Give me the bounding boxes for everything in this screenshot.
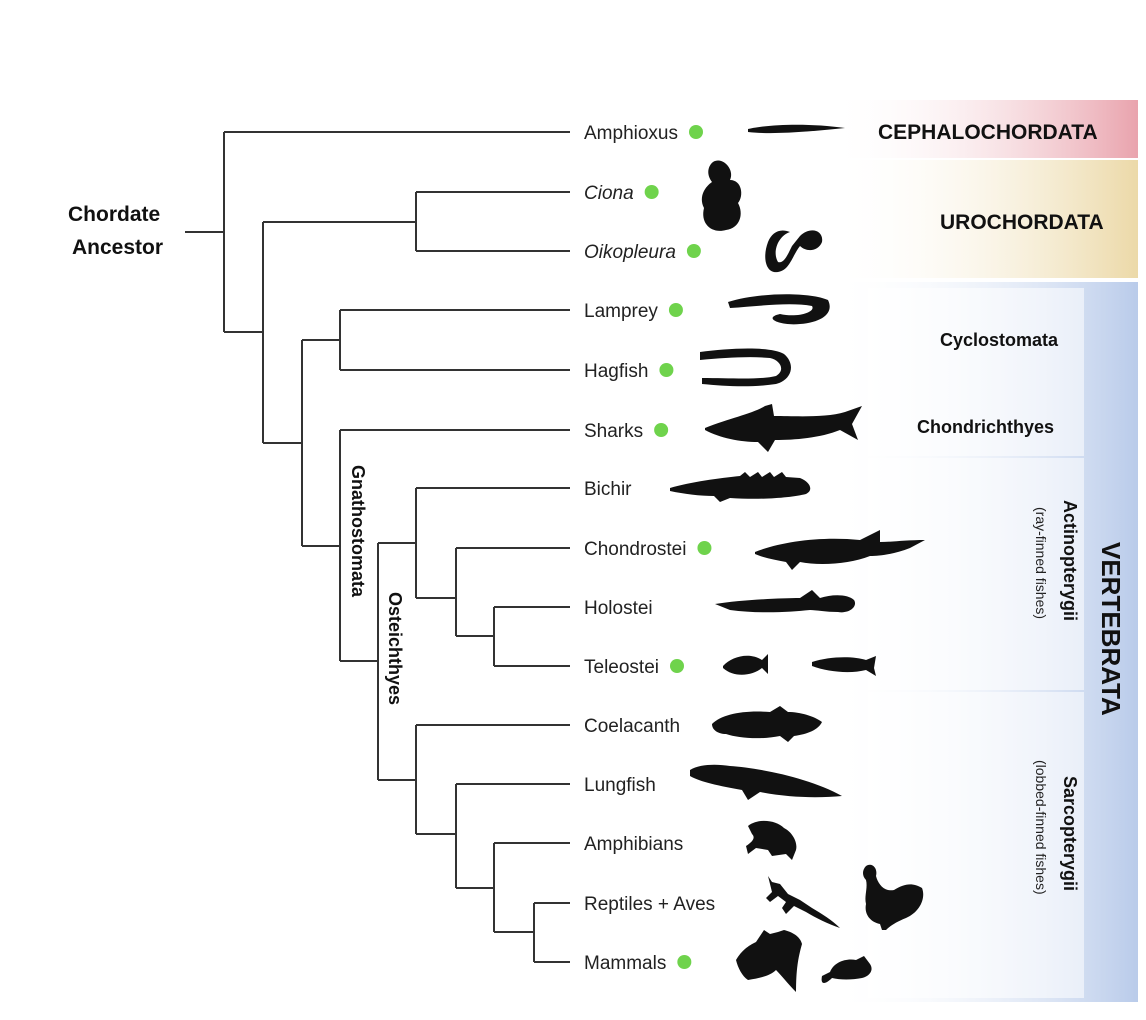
coelacanth-icon [712,706,822,742]
teleost-fish-icon [723,654,768,675]
hagfish-icon [700,348,791,387]
taxon-label-amphibians: Amphibians [584,834,683,855]
taxon-label-bichir: Bichir [584,479,632,500]
taxon-label-sharks: Sharks [584,421,643,442]
sturgeon-icon [755,530,925,570]
actinopterygii-sublabel: (ray-finned fishes) [1033,507,1049,619]
vertebrata-sub-panels [868,288,1084,998]
amphioxus-icon [748,124,845,134]
taxon-label-oikopleura: Oikopleura [584,242,676,263]
genome-dot [659,363,674,377]
urochordata-label: UROCHORDATA [940,211,1104,234]
genome-dot [654,423,669,437]
taxon-label-chondrostei: Chondrostei [584,539,686,560]
genome-dot [670,659,684,673]
bichir-icon [670,472,811,502]
gnathostomata-label: Gnathostomata [348,465,368,598]
gar-icon [715,590,856,613]
cephalochordata-band [830,100,1138,158]
frog-icon [746,820,797,860]
vertebrata-label: VERTEBRATA [1096,542,1126,716]
bat-icon [736,930,802,992]
taxon-label-holostei: Holostei [584,598,653,619]
genome-dot [668,303,683,317]
actinopterygii-label: Actinopterygii [1060,500,1080,621]
lungfish-icon [690,764,842,800]
lizard-icon [766,876,840,928]
taxon-label-teleostei: Teleostei [584,657,659,678]
taxon-label-hagfish: Hagfish [584,361,648,382]
cyclostomata-label: Cyclostomata [940,330,1059,350]
sarcopterygii-sublabel: (lobbed-finned fishes) [1033,760,1049,895]
taxa-labels: AmphioxusCionaOikopleuraLampreyHagfishSh… [584,123,715,974]
oikopleura-icon [765,230,823,273]
chondrichthyes-label: Chondrichthyes [917,417,1054,437]
animal-silhouettes [670,124,925,992]
genome-dot [689,125,703,139]
tree-branches [185,131,570,963]
zebrafish-icon [812,656,876,676]
osteichthyes-label: Osteichthyes [385,592,405,705]
taxon-label-ciona: Ciona [584,183,634,204]
taxon-label-amphioxus: Amphioxus [584,123,678,144]
rooster-icon [863,864,924,930]
taxon-label-coelacanth: Coelacanth [584,716,680,737]
taxon-label-lungfish: Lungfish [584,775,656,796]
cephalochordata-label: CEPHALOCHORDATA [878,121,1098,144]
shark-icon [705,404,862,452]
lamprey-icon [728,294,830,325]
ciona-icon [701,160,742,231]
mouse-icon [821,956,872,983]
taxon-label-mammals: Mammals [584,953,666,974]
root-label: Chordate Ancestor [68,203,166,259]
taxon-label-lamprey: Lamprey [584,301,658,322]
sarcopterygii-label: Sarcopterygii [1060,776,1080,891]
genome-dot [697,541,712,555]
urochordata-band [830,160,1138,278]
genome-dot [644,185,659,199]
taxon-label-reptiles-aves: Reptiles + Aves [584,894,715,915]
genome-dot [686,244,701,258]
genome-dot [677,955,692,969]
